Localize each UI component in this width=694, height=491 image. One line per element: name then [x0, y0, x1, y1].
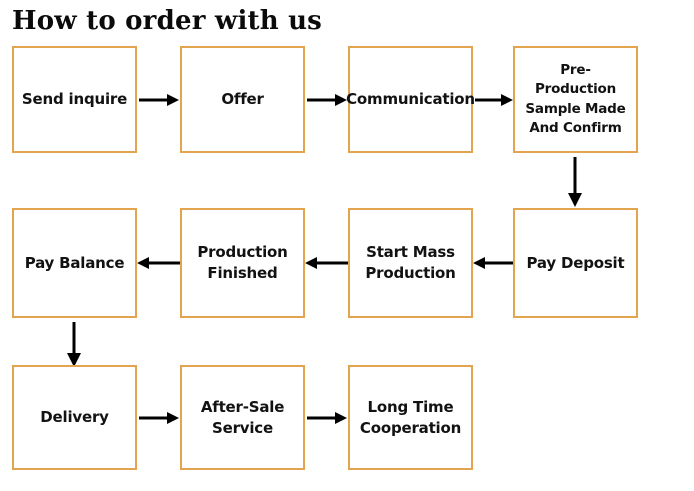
node-pay-deposit[interactable]: Pay Deposit: [513, 208, 638, 318]
node-communication[interactable]: Communication: [346, 46, 475, 153]
node-send-inquire[interactable]: Send inquire: [12, 46, 137, 153]
node-offer[interactable]: Offer: [180, 46, 305, 153]
node-pay-balance-label: Pay Balance: [24, 253, 125, 272]
node-start-mass-production-label: Start Mass Production: [365, 243, 456, 282]
arrow-pay-deposit-to-start-mass: [473, 255, 513, 271]
node-communication-label: Communication: [346, 90, 475, 109]
node-production-finished[interactable]: Production Finished: [180, 208, 305, 318]
arrow-pre-production-to-pay-deposit: [566, 157, 584, 207]
arrow-after-sale-to-long-time: [307, 410, 347, 426]
node-start-mass-production[interactable]: Start Mass Production: [348, 208, 473, 318]
page-title: How to order with us: [12, 6, 323, 36]
arrow-communication-to-pre-production: [475, 92, 513, 108]
node-offer-label: Offer: [221, 90, 264, 109]
node-pay-deposit-label: Pay Deposit: [526, 253, 625, 272]
arrow-send-inquire-to-offer: [139, 92, 179, 108]
arrow-delivery-to-after-sale: [139, 410, 179, 426]
node-delivery[interactable]: Delivery: [12, 365, 137, 470]
arrow-start-mass-to-production-finished: [305, 255, 348, 271]
node-pay-balance[interactable]: Pay Balance: [12, 208, 137, 318]
node-pre-production[interactable]: Pre-Production Sample Made And Confirm: [513, 46, 638, 153]
arrow-offer-to-communication: [307, 92, 347, 108]
node-long-time-cooperation-label: Long Time Cooperation: [359, 397, 462, 437]
node-send-inquire-label: Send inquire: [21, 90, 128, 109]
node-delivery-label: Delivery: [40, 408, 109, 427]
node-pre-production-label: Pre-Production Sample Made And Confirm: [525, 62, 626, 136]
node-long-time-cooperation[interactable]: Long Time Cooperation: [348, 365, 473, 470]
node-after-sale-service[interactable]: After-Sale Service: [180, 365, 305, 470]
arrow-pay-balance-to-delivery: [65, 322, 83, 367]
node-after-sale-service-label: After-Sale Service: [200, 397, 285, 437]
arrow-production-finished-to-pay-balance: [137, 255, 180, 271]
node-production-finished-label: Production Finished: [197, 243, 288, 282]
